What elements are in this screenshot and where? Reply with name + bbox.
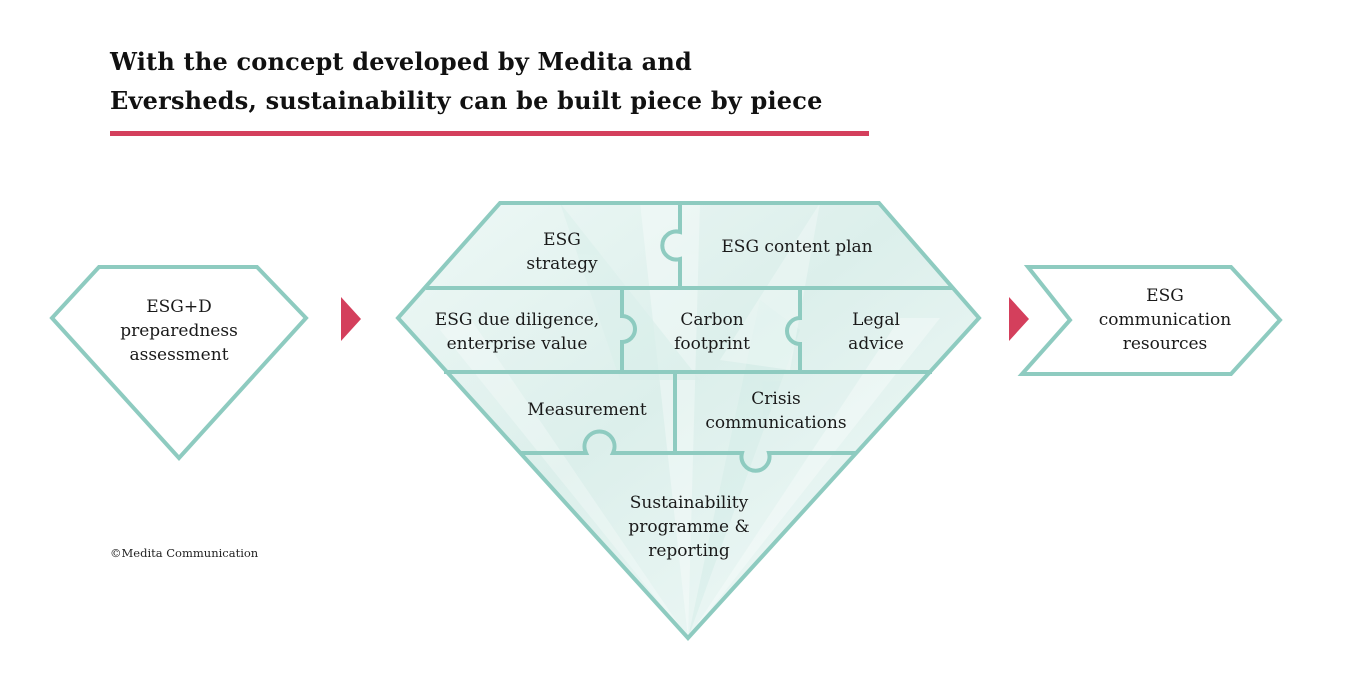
piece-crisis-communications: Crisis communications xyxy=(705,387,846,435)
gem-outline xyxy=(395,201,982,641)
piece-line: ESG due diligence, xyxy=(434,310,600,330)
left-box-line: ESG+D xyxy=(146,297,212,317)
arrow-right-icon xyxy=(1009,297,1029,341)
copyright-credit: ©Medita Communication xyxy=(110,546,259,560)
left-box-label: ESG+D preparedness assessment xyxy=(120,295,238,367)
gem-fill xyxy=(398,203,979,638)
piece-line: Legal xyxy=(852,310,900,330)
piece-line: Carbon xyxy=(680,310,744,330)
left-box-line: preparedness xyxy=(120,321,238,341)
center-diamond xyxy=(395,201,982,641)
gem-facets xyxy=(440,203,940,638)
right-chevron-shape xyxy=(1017,265,1283,376)
piece-line: enterprise value xyxy=(446,334,588,354)
piece-line: footprint xyxy=(674,334,750,354)
title-underline xyxy=(110,131,869,136)
piece-line: strategy xyxy=(526,254,598,274)
page-title: With the concept developed by Medita and… xyxy=(110,42,910,120)
left-diamond-shape xyxy=(49,265,309,461)
piece-esg-due-diligence: ESG due diligence, enterprise value xyxy=(435,308,599,356)
piece-sustainability-programme: Sustainability programme & reporting xyxy=(628,491,749,563)
left-box-line: assessment xyxy=(129,345,229,365)
piece-legal-advice: Legal advice xyxy=(848,308,904,356)
arrow-right-icon xyxy=(341,297,361,341)
title-line-2: Eversheds, sustainability can be built p… xyxy=(110,86,823,115)
piece-line: Crisis xyxy=(751,389,801,409)
piece-esg-content-plan: ESG content plan xyxy=(721,235,872,259)
right-box-line: ESG xyxy=(1146,286,1184,306)
piece-line: communications xyxy=(705,413,847,433)
piece-line: Sustainability xyxy=(629,493,749,513)
piece-line: Measurement xyxy=(527,400,647,420)
right-box-line: resources xyxy=(1122,334,1208,354)
gem-dividers xyxy=(426,203,952,473)
right-box-label: ESG communication resources xyxy=(1099,284,1231,356)
piece-line: advice xyxy=(848,334,904,354)
piece-measurement: Measurement xyxy=(527,398,646,422)
piece-line: ESG xyxy=(543,230,581,250)
piece-line: reporting xyxy=(648,541,730,561)
piece-line: ESG content plan xyxy=(721,237,873,257)
piece-line: programme & xyxy=(628,517,750,537)
title-line-1: With the concept developed by Medita and xyxy=(110,47,693,76)
piece-esg-strategy: ESG strategy xyxy=(526,228,597,276)
piece-carbon-footprint: Carbon footprint xyxy=(674,308,750,356)
right-box-line: communication xyxy=(1098,310,1232,330)
